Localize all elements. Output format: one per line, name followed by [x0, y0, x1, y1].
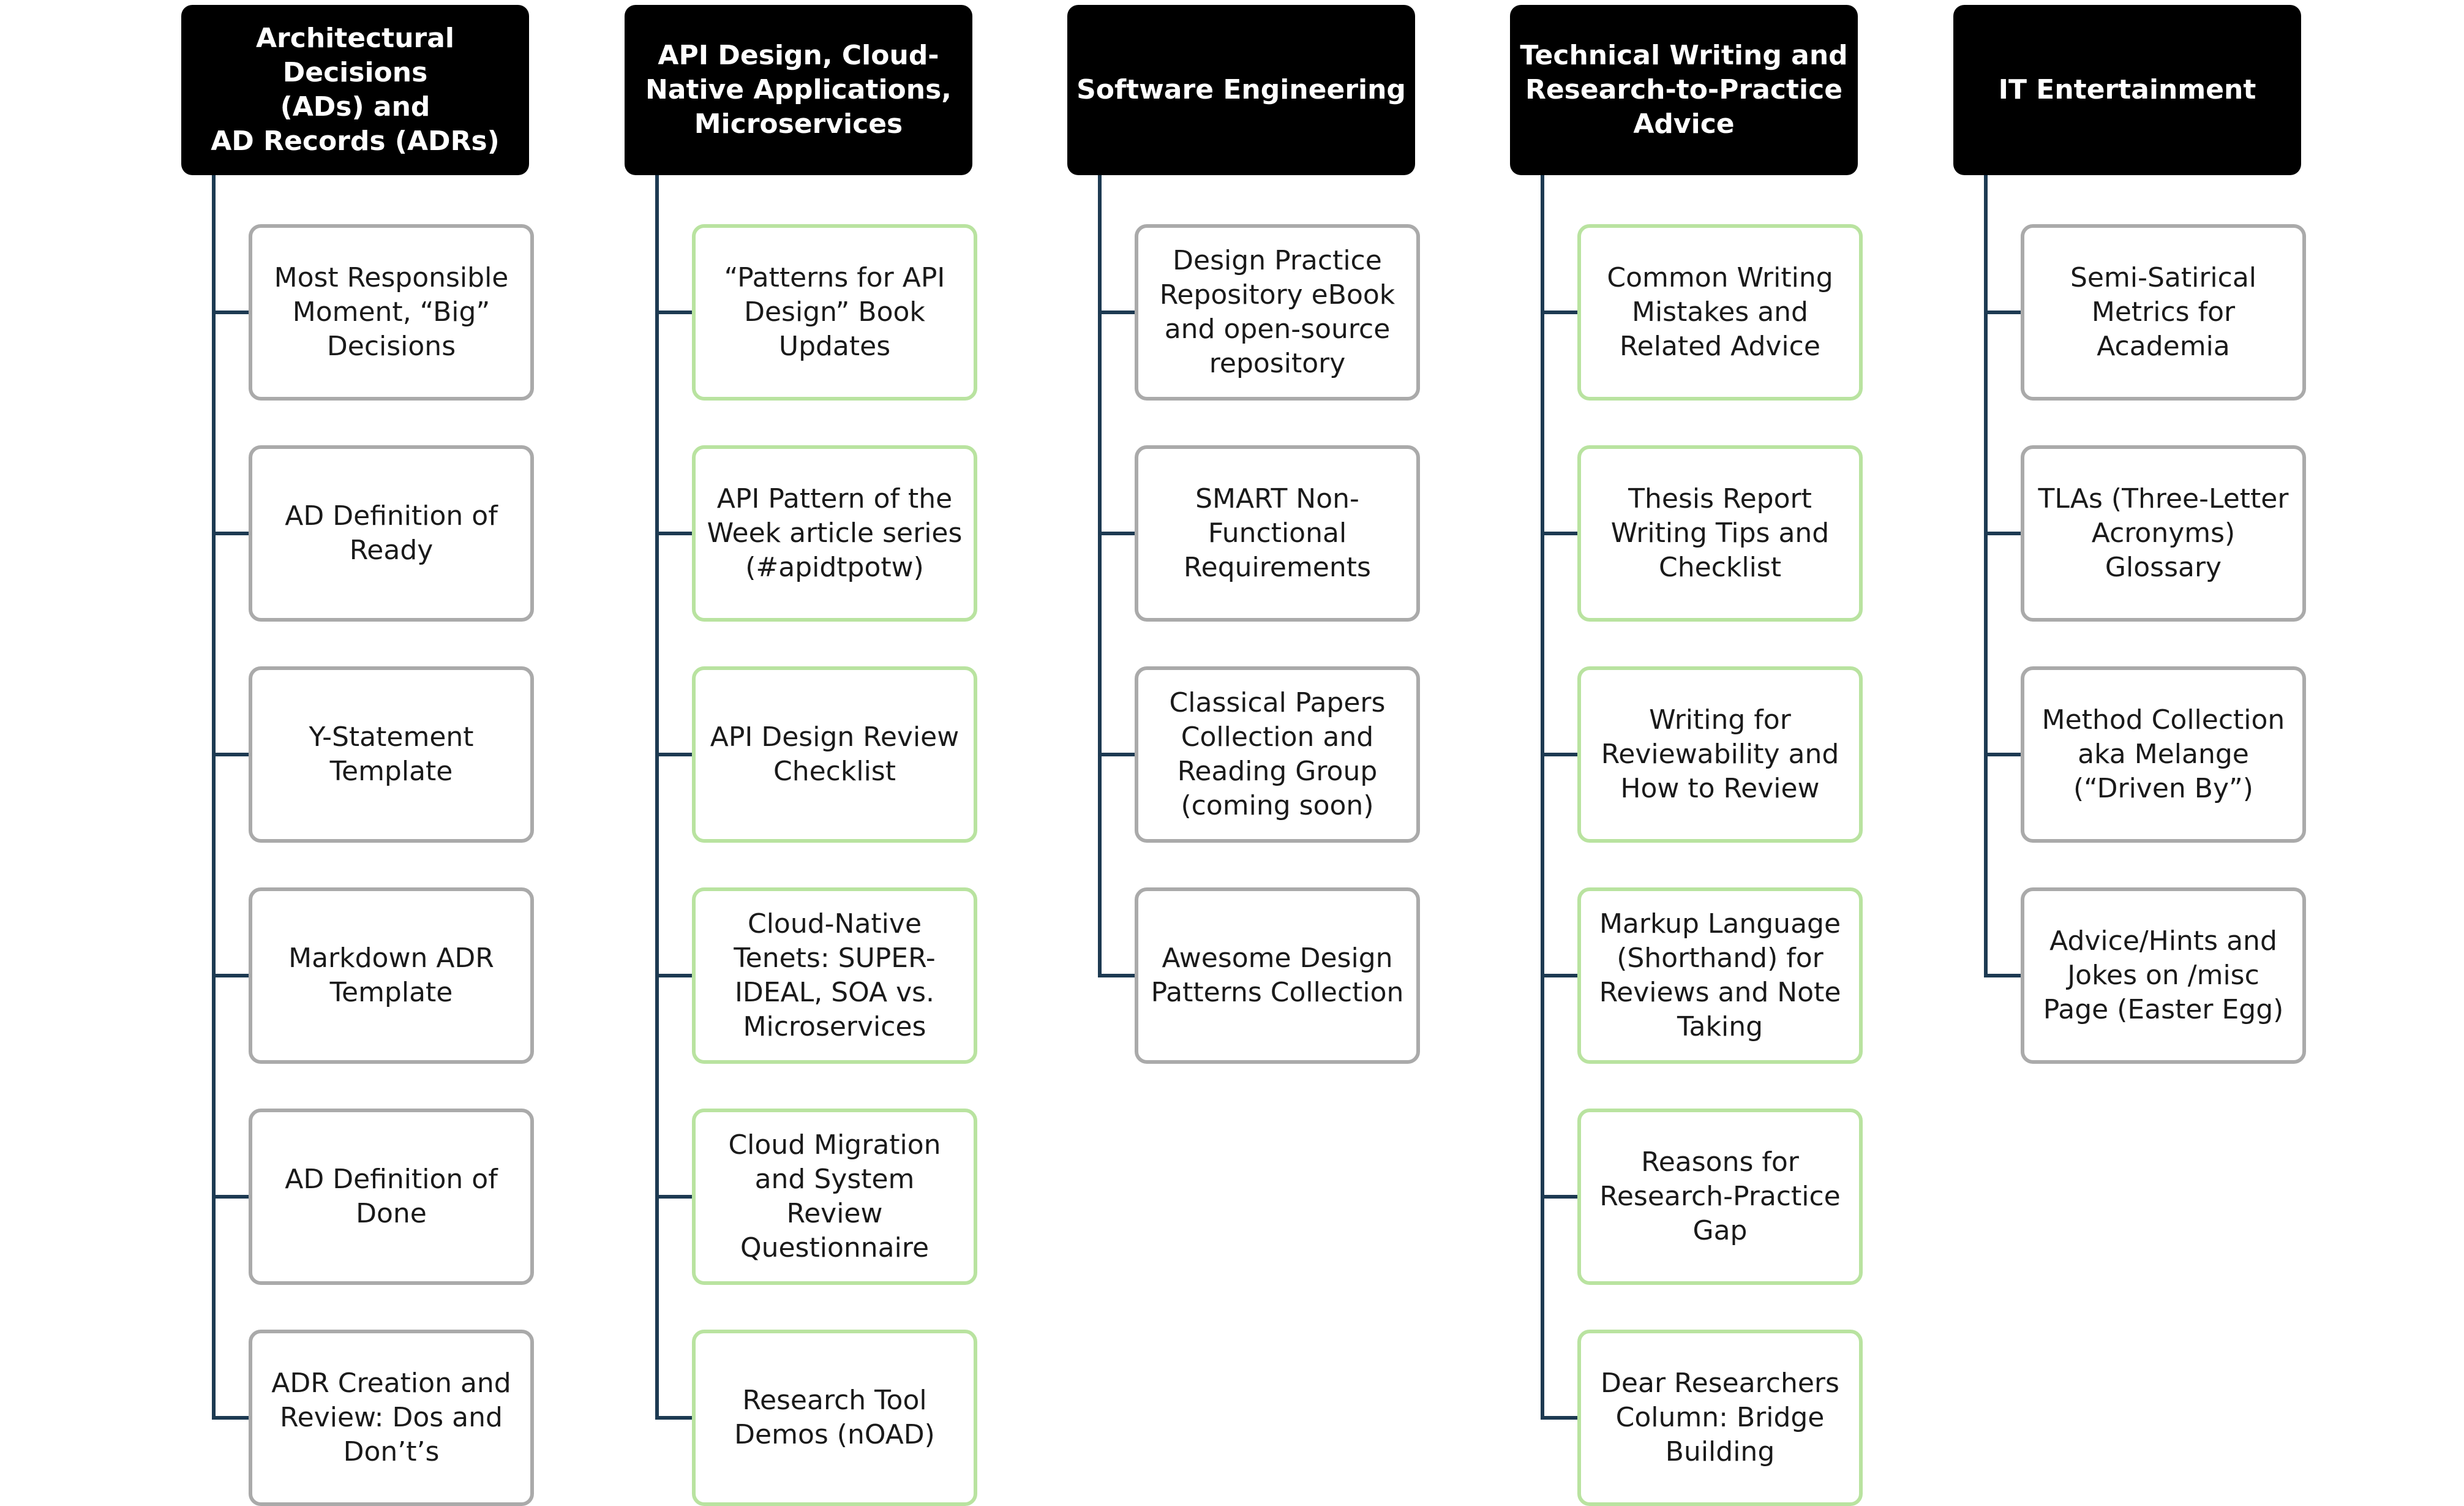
topic-item[interactable]: Awesome Design Patterns Collection	[1135, 887, 1420, 1064]
topic-item[interactable]: Classical Papers Collection and Reading …	[1135, 666, 1420, 843]
tree-branch-line	[212, 1416, 249, 1420]
column-header: Software Engineering	[1067, 5, 1415, 175]
tree-branch-line	[212, 532, 249, 535]
topic-item[interactable]: Y-Statement Template	[249, 666, 534, 843]
tree-trunk-line	[212, 175, 216, 1420]
topic-item[interactable]: SMART Non- Functional Requirements	[1135, 445, 1420, 622]
topic-item[interactable]: Cloud Migration and System Review Questi…	[692, 1109, 977, 1285]
tree-branch-line	[212, 974, 249, 977]
tree-branch-line	[212, 753, 249, 756]
tree-branch-line	[1098, 532, 1135, 535]
tree-branch-line	[1984, 532, 2021, 535]
topic-item[interactable]: AD Definition of Done	[249, 1109, 534, 1285]
tree-branch-line	[212, 311, 249, 314]
topic-item[interactable]: API Pattern of the Week article series (…	[692, 445, 977, 622]
tree-branch-line	[655, 311, 692, 314]
topic-item[interactable]: Design Practice Repository eBook and ope…	[1135, 224, 1420, 401]
topic-item[interactable]: Common Writing Mistakes and Related Advi…	[1577, 224, 1863, 401]
column-header: IT Entertainment	[1953, 5, 2301, 175]
tree-branch-line	[1098, 974, 1135, 977]
topic-item[interactable]: Writing for Reviewability and How to Rev…	[1577, 666, 1863, 843]
column-header: Technical Writing and Research-to-Practi…	[1510, 5, 1858, 175]
tree-branch-line	[1984, 311, 2021, 314]
topic-item[interactable]: Thesis Report Writing Tips and Checklist	[1577, 445, 1863, 622]
tree-branch-line	[655, 974, 692, 977]
topic-item[interactable]: TLAs (Three-Letter Acronyms) Glossary	[2021, 445, 2306, 622]
tree-branch-line	[1541, 311, 1577, 314]
tree-branch-line	[1098, 753, 1135, 756]
tree-branch-line	[1541, 1195, 1577, 1199]
topic-item[interactable]: Markdown ADR Template	[249, 887, 534, 1064]
tree-branch-line	[655, 532, 692, 535]
topic-item[interactable]: Semi-Satirical Metrics for Academia	[2021, 224, 2306, 401]
tree-branch-line	[1541, 974, 1577, 977]
tree-branch-line	[1984, 974, 2021, 977]
tree-branch-line	[1984, 753, 2021, 756]
tree-branch-line	[1541, 753, 1577, 756]
tree-branch-line	[655, 753, 692, 756]
topic-item[interactable]: Markup Language (Shorthand) for Reviews …	[1577, 887, 1863, 1064]
topic-item[interactable]: “Patterns for API Design” Book Updates	[692, 224, 977, 401]
topic-item[interactable]: AD Definition of Ready	[249, 445, 534, 622]
tree-branch-line	[212, 1195, 249, 1199]
tree-branch-line	[1098, 311, 1135, 314]
topic-item[interactable]: Method Collection aka Melange (“Driven B…	[2021, 666, 2306, 843]
topic-item[interactable]: Dear Researchers Column: Bridge Building	[1577, 1330, 1863, 1506]
tree-trunk-line	[655, 175, 659, 1420]
topic-item[interactable]: Reasons for Research-Practice Gap	[1577, 1109, 1863, 1285]
tree-branch-line	[1541, 1416, 1577, 1420]
column-header: Architectural Decisions (ADs) and AD Rec…	[181, 5, 529, 175]
topic-item[interactable]: ADR Creation and Review: Dos and Don’t’s	[249, 1330, 534, 1506]
tree-branch-line	[1541, 532, 1577, 535]
tree-branch-line	[655, 1416, 692, 1420]
topic-item[interactable]: Research Tool Demos (nOAD)	[692, 1330, 977, 1506]
topic-item[interactable]: API Design Review Checklist	[692, 666, 977, 843]
topic-item[interactable]: Cloud-Native Tenets: SUPER- IDEAL, SOA v…	[692, 887, 977, 1064]
tree-branch-line	[655, 1195, 692, 1199]
tree-trunk-line	[1541, 175, 1544, 1420]
tree-trunk-line	[1098, 175, 1102, 977]
topic-item[interactable]: Advice/Hints and Jokes on /misc Page (Ea…	[2021, 887, 2306, 1064]
column-header: API Design, Cloud- Native Applications, …	[625, 5, 972, 175]
topic-item[interactable]: Most Responsible Moment, “Big” Decisions	[249, 224, 534, 401]
tree-trunk-line	[1984, 175, 1988, 977]
